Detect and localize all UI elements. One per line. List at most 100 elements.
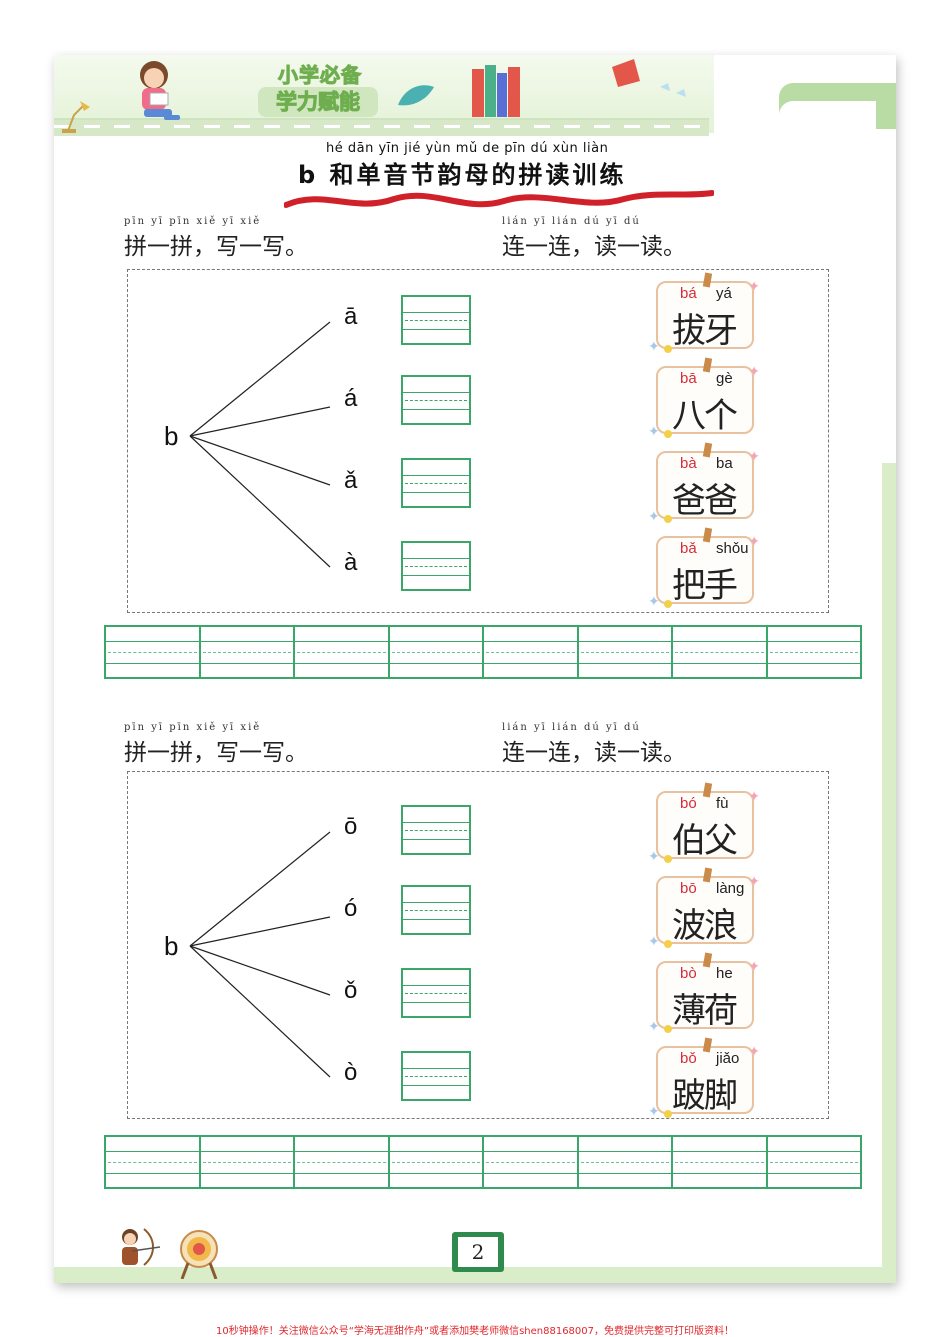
card-word: 薄荷 [672,991,738,1031]
dot-icon [664,515,672,523]
grid-cell[interactable] [578,627,673,677]
star-icon: ✦ [648,424,660,440]
dot-icon [664,1110,672,1118]
bottom-band [54,1267,896,1283]
star-icon: ✦ [648,509,660,525]
grid-cell[interactable] [295,1137,390,1187]
grid-cell[interactable] [578,1137,673,1187]
section1-vowel-4: à [344,549,358,576]
card-word: 伯父 [672,821,738,861]
grid-cell[interactable] [484,1137,579,1187]
title-pinyin: hé dān yīn jié yùn mǔ de pīn dú xùn liàn [326,141,609,156]
section2-vowel-2: ó [344,895,358,922]
grid-cell[interactable] [673,627,768,677]
card-pinyin-1: bǒ [680,1050,697,1067]
card-pinyin-1: bǎ [680,540,697,557]
section2-word-card-2[interactable]: ✦ ✦ bō làng 波浪 [648,867,760,950]
section1-writing-grid[interactable] [104,625,862,679]
section1-word-card-4[interactable]: ✦ ✦ bǎ shǒu 把手 [648,527,760,610]
section2-vowel-4: ò [344,1059,358,1086]
section1-right-heading: 连一连，读一读。 [502,234,686,260]
card-pinyin-1: bà [680,455,697,472]
section1-write-box-4[interactable] [401,541,471,591]
grid-cell[interactable] [106,627,201,677]
grid-cell[interactable] [389,1137,484,1187]
section1-vowel-1: ā [344,303,358,330]
grid-cell[interactable] [200,1137,295,1187]
girl-reading-icon [140,61,180,120]
card-pinyin-1: bō [680,880,697,897]
grid-cell[interactable] [295,627,390,677]
section1-write-box-1[interactable] [401,295,471,345]
section2-exercise-box [127,771,829,1119]
card-pinyin-2: làng [716,880,745,897]
star-icon: ✦ [748,279,760,295]
dot-icon [664,855,672,863]
section1-branch-lines [189,321,331,568]
worksheet-page: 小学必备 学力赋能 hé dān yīn jié yùn mǔ de pīn d… [54,55,896,1283]
pin-icon [702,867,713,883]
pin-icon [702,357,713,373]
card-word: 拔牙 [672,311,738,351]
section2-write-box-2[interactable] [401,885,471,935]
star-icon: ✦ [748,534,760,550]
grid-cell[interactable] [389,627,484,677]
star-icon: ✦ [748,789,760,805]
star-icon: ✦ [648,1019,660,1035]
grid-cell[interactable] [767,627,860,677]
right-tab-inner [779,101,876,1283]
card-pinyin-2: ba [716,455,733,472]
card-pinyin-1: bá [680,285,697,302]
section2-word-card-3[interactable]: ✦ ✦ bò he 薄荷 [648,952,760,1035]
grid-cell[interactable] [106,1137,201,1187]
section1-vowel-3: ǎ [344,467,358,494]
star-icon: ✦ [648,339,660,355]
archer-icon [122,1228,161,1266]
title-wave [284,190,714,208]
brand-bottom-label: 学力赋能 [258,87,378,117]
right-strip [882,463,896,1273]
section2-initial-b: b [164,931,179,961]
section1-exercise-box [127,269,829,613]
grid-cell[interactable] [767,1137,860,1187]
section2-word-card-1[interactable]: ✦ ✦ bó fù 伯父 [648,782,760,865]
section2-write-box-1[interactable] [401,805,471,855]
section1-right-heading-pinyin: lián yī lián dú yī dú [502,216,641,227]
section2-word-card-4[interactable]: ✦ ✦ bǒ jiǎo 跛脚 [648,1037,760,1120]
grid-cell[interactable] [673,1137,768,1187]
section1-left-heading-pinyin: pīn yī pīn xiě yī xiě [124,216,262,227]
card-pinyin-2: he [716,965,733,982]
section1-vowel-2: á [344,385,358,412]
card-pinyin-2: shǒu [716,540,749,557]
section1-word-card-3[interactable]: ✦ ✦ bà ba 爸爸 [648,442,760,525]
section2-right-heading: 连一连，读一读。 [502,740,686,766]
card-word: 把手 [672,566,738,606]
section1-write-box-3[interactable] [401,458,471,508]
star-icon: ✦ [748,364,760,380]
section2-write-box-3[interactable] [401,968,471,1018]
grid-cell[interactable] [484,627,579,677]
card-pinyin-1: bā [680,370,697,387]
pin-icon [702,1037,713,1053]
dot-icon [664,345,672,353]
card-word: 跛脚 [672,1076,738,1116]
page-title: b 和单音节韵母的拼读训练 [298,161,627,189]
grid-cell[interactable] [200,627,295,677]
section1-word-card-1[interactable]: ✦ ✦ bá yá 拔牙 [648,272,760,355]
section2-vowel-1: ō [344,813,358,840]
books-icon [472,65,520,117]
dot-icon [664,430,672,438]
pin-icon [702,782,713,798]
star-icon: ✦ [648,594,660,610]
header-road-dash [54,125,709,128]
section2-vowel-3: ǒ [344,977,358,1004]
section1-word-card-2[interactable]: ✦ ✦ bā gè 八个 [648,357,760,440]
desk-lamp-icon [62,101,90,133]
section1-write-box-2[interactable] [401,375,471,425]
section2-write-box-4[interactable] [401,1051,471,1101]
card-pinyin-2: jiǎo [716,1050,740,1067]
section2-writing-grid[interactable] [104,1135,862,1189]
card-word: 波浪 [672,906,738,946]
dot-icon [664,600,672,608]
pin-icon [702,442,713,458]
